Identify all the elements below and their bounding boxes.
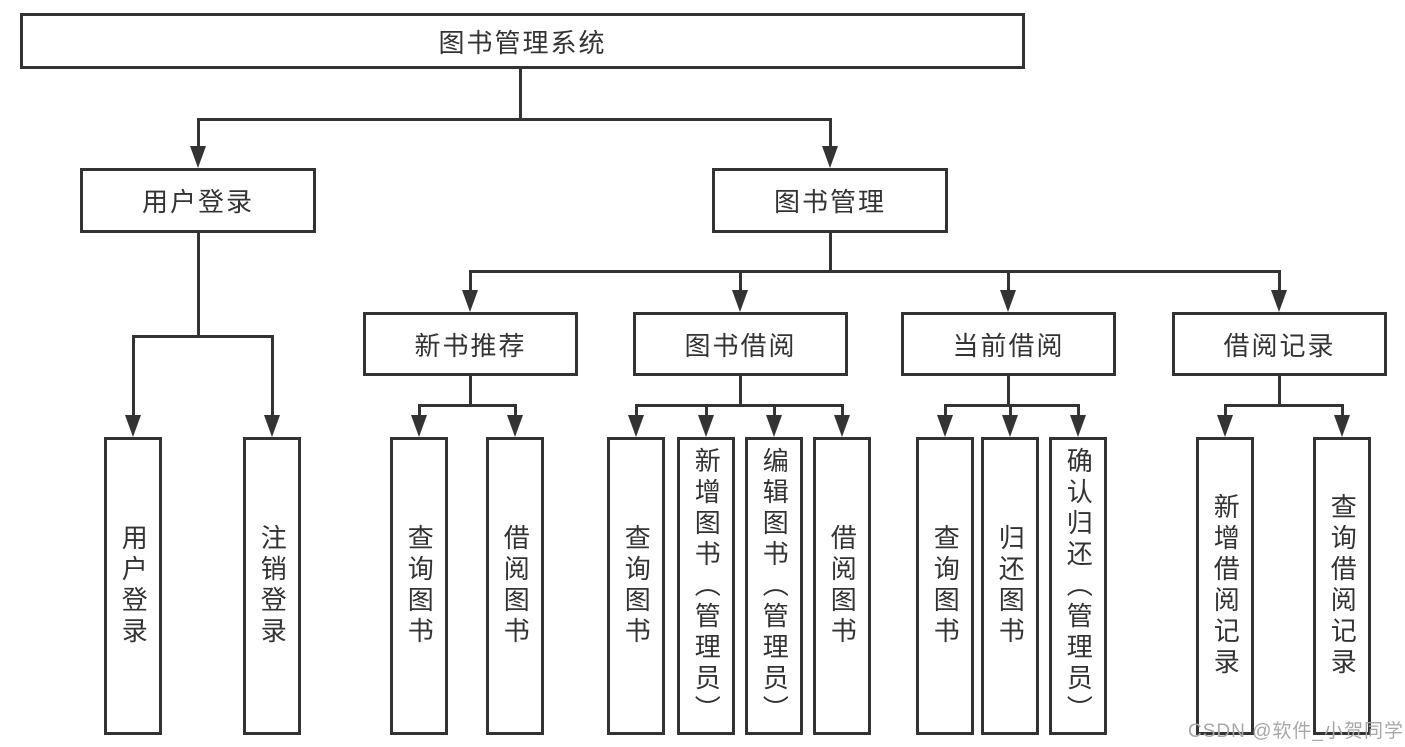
leaf-user-login-label: 用户登录	[118, 524, 149, 648]
leaf-add-borrow-record-label: 新增借阅记录	[1210, 493, 1241, 679]
leaf-return-book-label: 归还图书	[995, 524, 1026, 648]
connector-vline	[1224, 404, 1227, 417]
leaf-add-book-admin-label: 新增图书（管理员）	[691, 446, 722, 726]
leaf-edit-book-admin: 编辑图书（管理员）	[745, 437, 803, 735]
connector-vline	[739, 270, 742, 292]
connector-vline	[469, 376, 472, 407]
arrowhead-down-icon	[1334, 415, 1350, 437]
leaf-return-book: 归还图书	[981, 437, 1039, 735]
node-root-system: 图书管理系统	[20, 13, 1025, 69]
leaf-query-books-current: 查询图书	[916, 437, 974, 735]
connector-hline	[197, 118, 832, 121]
connector-vline	[1341, 404, 1344, 417]
connector-vline	[773, 404, 776, 417]
node-root-label: 图书管理系统	[438, 27, 607, 58]
leaf-add-book-admin: 新增图书（管理员）	[677, 437, 735, 735]
leaf-borrow-books-recommend-label: 借阅图书	[500, 524, 531, 648]
leaf-logout: 注销登录	[243, 437, 301, 735]
connector-vline	[635, 404, 638, 417]
connector-vline	[132, 335, 135, 417]
node-new-book-recommend: 新书推荐	[363, 312, 578, 376]
node-current-borrowing-label: 当前借阅	[952, 330, 1065, 361]
connector-hline	[635, 404, 844, 407]
node-borrow-records: 借阅记录	[1172, 312, 1387, 376]
arrowhead-down-icon	[411, 415, 427, 437]
node-book-borrowing: 图书借阅	[633, 312, 848, 376]
connector-vline	[1278, 270, 1281, 292]
arrowhead-down-icon	[1070, 415, 1086, 437]
arrowhead-down-icon	[732, 290, 748, 312]
arrowhead-down-icon	[1002, 415, 1018, 437]
connector-vline	[519, 69, 522, 121]
connector-vline	[841, 404, 844, 417]
leaf-query-books-borrowing-label: 查询图书	[621, 524, 652, 648]
connector-vline	[1007, 270, 1010, 292]
connector-vline	[418, 404, 421, 417]
connector-vline	[197, 233, 200, 337]
connector-vline	[469, 270, 472, 292]
connector-hline	[469, 270, 1281, 273]
arrowhead-down-icon	[1000, 290, 1016, 312]
leaf-query-books-recommend: 查询图书	[390, 437, 448, 735]
arrowhead-down-icon	[834, 415, 850, 437]
arrowhead-down-icon	[264, 415, 280, 437]
connector-vline	[1278, 376, 1281, 407]
connector-vline	[514, 404, 517, 417]
arrowhead-down-icon	[507, 415, 523, 437]
connector-vline	[829, 118, 832, 148]
connector-vline	[197, 118, 200, 148]
connector-vline	[1009, 404, 1012, 417]
leaf-query-borrow-record: 查询借阅记录	[1313, 437, 1371, 735]
leaf-borrow-books-recommend: 借阅图书	[486, 437, 544, 735]
leaf-user-login: 用户登录	[104, 437, 162, 735]
node-book-management: 图书管理	[712, 168, 948, 233]
connector-hline	[1224, 404, 1344, 407]
connector-hline	[132, 335, 274, 338]
node-book-borrowing-label: 图书借阅	[684, 330, 797, 361]
node-user-login-label: 用户登录	[141, 187, 254, 217]
connector-vline	[829, 233, 832, 273]
csdn-watermark: CSDN @软件_小贺同学	[1188, 721, 1404, 742]
leaf-confirm-return-admin: 确认归还（管理员）	[1049, 437, 1107, 735]
arrowhead-down-icon	[190, 146, 206, 168]
leaf-borrow-books-borrowing: 借阅图书	[813, 437, 871, 735]
leaf-add-borrow-record: 新增借阅记录	[1196, 437, 1254, 735]
connector-vline	[1007, 376, 1010, 407]
arrowhead-down-icon	[1217, 415, 1233, 437]
leaf-logout-label: 注销登录	[257, 524, 288, 648]
leaf-borrow-books-borrowing-label: 借阅图书	[827, 524, 858, 648]
node-new-book-recommend-label: 新书推荐	[414, 330, 527, 361]
node-current-borrowing: 当前借阅	[901, 312, 1116, 376]
node-user-login: 用户登录	[80, 168, 316, 233]
leaf-query-books-current-label: 查询图书	[930, 524, 961, 648]
arrowhead-down-icon	[125, 415, 141, 437]
arrowhead-down-icon	[766, 415, 782, 437]
arrowhead-down-icon	[822, 146, 838, 168]
connector-hline	[418, 404, 517, 407]
connector-vline	[1077, 404, 1080, 417]
leaf-edit-book-admin-label: 编辑图书（管理员）	[759, 446, 790, 726]
connector-vline	[705, 404, 708, 417]
connector-vline	[944, 404, 947, 417]
leaf-confirm-return-admin-label: 确认归还（管理员）	[1063, 446, 1094, 726]
arrowhead-down-icon	[937, 415, 953, 437]
connector-vline	[739, 376, 742, 407]
connector-hline	[944, 404, 1080, 407]
node-borrow-records-label: 借阅记录	[1223, 330, 1336, 361]
arrowhead-down-icon	[1271, 290, 1287, 312]
arrowhead-down-icon	[462, 290, 478, 312]
arrowhead-down-icon	[698, 415, 714, 437]
arrowhead-down-icon	[628, 415, 644, 437]
leaf-query-books-recommend-label: 查询图书	[404, 524, 435, 648]
node-book-management-label: 图书管理	[773, 187, 886, 217]
connector-vline	[271, 335, 274, 417]
leaf-query-books-borrowing: 查询图书	[607, 437, 665, 735]
leaf-query-borrow-record-label: 查询借阅记录	[1327, 493, 1358, 679]
